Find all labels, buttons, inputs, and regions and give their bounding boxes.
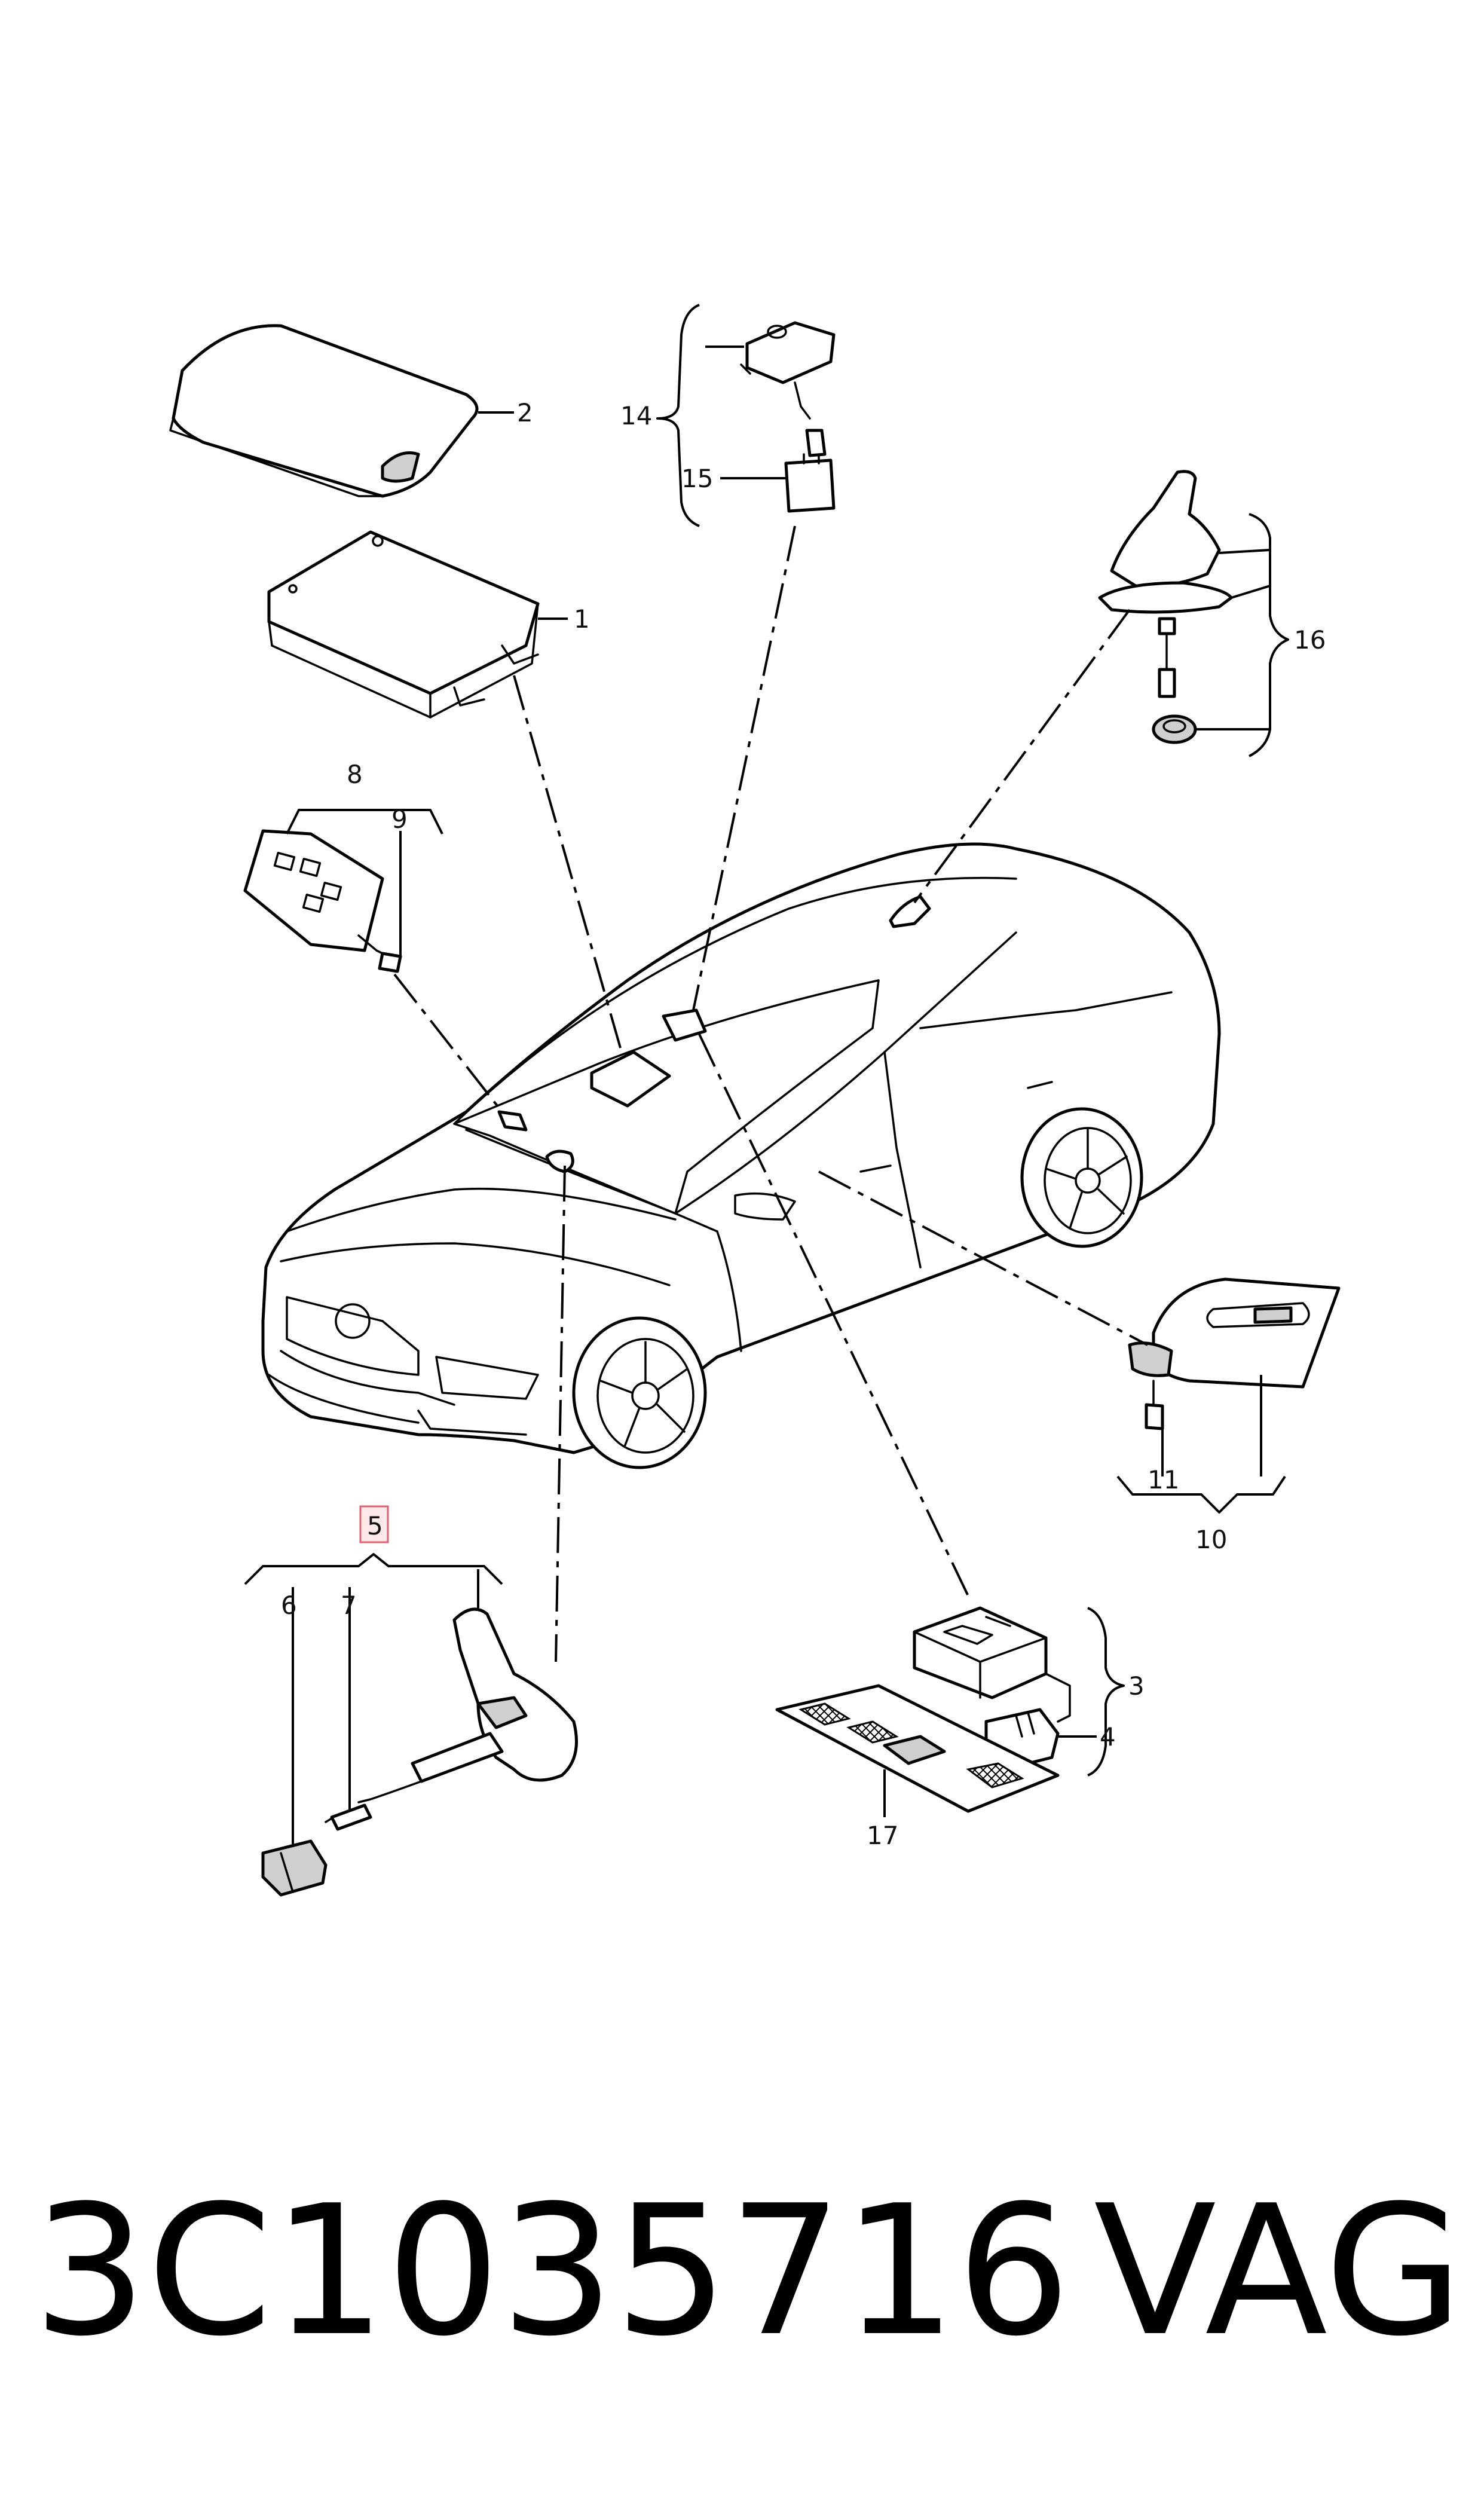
bracket-5: [244, 1553, 503, 1585]
bracket-10-11: [1116, 1475, 1286, 1514]
callout-7: 7: [341, 1591, 357, 1620]
bracket-3-4: [1087, 1607, 1125, 1777]
callout-16: 16: [1294, 625, 1326, 655]
callout-11: 11: [1148, 1465, 1179, 1494]
part-number-label: 3C1035716: [33, 2167, 1071, 2376]
callout-15: 15: [681, 464, 713, 493]
rear-wheel: [1020, 1107, 1143, 1248]
callout-14: 14: [620, 401, 652, 430]
callout-1: 1: [574, 604, 590, 634]
part-17-label-set: [775, 1684, 1060, 1817]
callout-3: 3: [1128, 1671, 1145, 1701]
location-roof-antenna: [889, 895, 931, 928]
location-sunvisor: [545, 1150, 574, 1173]
callout-17: 17: [867, 1821, 898, 1850]
part-6-plug: [261, 1839, 328, 1897]
location-mic: [662, 1008, 707, 1042]
callout-8: 8: [347, 760, 363, 789]
part-16-roof-antenna: [1098, 470, 1271, 744]
part-8-keypad: [243, 829, 402, 973]
callout-10: 10: [1195, 1525, 1227, 1554]
car-illustration: [261, 842, 1221, 1469]
bracket-14-15: [656, 304, 700, 527]
callout-9: 9: [391, 805, 408, 834]
part-2-cover: [169, 324, 514, 498]
bracket-16: [1249, 513, 1289, 757]
callout-5-highlight: [359, 1505, 389, 1543]
location-button: [497, 1110, 528, 1132]
part-3-switch: [913, 1606, 1071, 1723]
bracket-8: [286, 809, 443, 834]
callout-4: 4: [1100, 1722, 1116, 1751]
part-7-cable: [325, 1803, 372, 1831]
callout-6: 6: [281, 1591, 297, 1620]
callout-5: 5: [367, 1511, 383, 1540]
location-control-unit: [590, 1050, 671, 1108]
brand-label: VAG: [1094, 2167, 1464, 2376]
part-10-sunvisor: [1128, 1277, 1341, 1476]
front-wheel: [572, 1316, 707, 1469]
part-14-microphone: [705, 321, 836, 457]
callout-2: 2: [517, 398, 533, 427]
part-1-control-unit: [267, 530, 568, 719]
part-5-sensor: [357, 1607, 578, 1803]
leader-lines: [393, 525, 1148, 1662]
part-15-connector: [720, 453, 836, 513]
callout-labels: 2 1 14 15 16 8 9 11 10 3 4 17 5 6 7: [281, 398, 1326, 1850]
